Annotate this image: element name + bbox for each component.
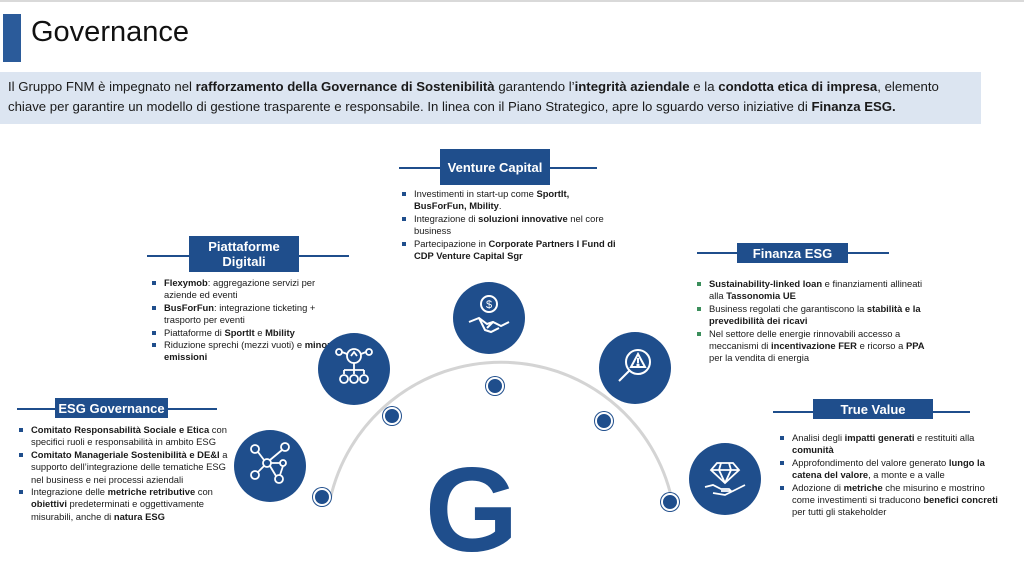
bullet-item: Comitato Responsabilità Sociale e Etica … <box>17 424 237 449</box>
arc-dot-1 <box>313 488 331 506</box>
bullet-item: Comitato Manageriale Sostenibilità e DE&… <box>17 449 237 486</box>
bullet-item: Adozione di metriche che misurino e most… <box>778 482 1010 519</box>
truevalue-bullets: Analisi degli impatti generati e restitu… <box>778 432 1010 519</box>
title-accent-bar <box>3 14 21 62</box>
venture-icon-circle: $ <box>453 282 525 354</box>
bullet-item: Nel settore delle energie rinnovabili ac… <box>695 328 925 365</box>
arc-dot-5 <box>661 493 679 511</box>
bullet-item: Business regolati che garantiscono la st… <box>695 303 925 328</box>
bullet-item: Partecipazione in Corporate Partners I F… <box>400 238 620 263</box>
bullet-item: Piattaforme di SportIt e Mbility <box>150 327 350 339</box>
top-divider <box>0 0 1024 2</box>
finanza-icon-circle <box>599 332 671 404</box>
intro-paragraph: Il Gruppo FNM è impegnato nel rafforzame… <box>0 72 981 124</box>
people-network-icon <box>329 342 379 397</box>
bullet-item: Riduzione sprechi (mezzi vuoti) e minori… <box>150 339 350 364</box>
page-title: Governance <box>31 16 189 48</box>
bullet-item: Investimenti in start-up come SportIt, B… <box>400 188 620 213</box>
truevalue-icon-circle <box>689 443 761 515</box>
esg-governance-title: ESG Governance <box>55 398 168 418</box>
finanza-esg-title: Finanza ESG <box>737 243 848 263</box>
venture-capital-title: Venture Capital <box>440 149 550 185</box>
piattaforme-icon-circle <box>318 333 390 405</box>
bullet-item: BusForFun: integrazione ticketing + tras… <box>150 302 350 327</box>
esg-icon-circle <box>234 430 306 502</box>
handshake-dollar-icon: $ <box>465 292 513 345</box>
bullet-item: Sustainability-linked loan e finanziamen… <box>695 278 925 303</box>
bullet-item: Flexymob: aggregazione servizi per azien… <box>150 277 350 302</box>
arc-dot-2 <box>383 407 401 425</box>
bullet-item: Approfondimento del valore generato lung… <box>778 457 1010 482</box>
esg-bullets: Comitato Responsabilità Sociale e Etica … <box>17 424 237 523</box>
finanza-bullets: Sustainability-linked loan e finanziamen… <box>695 278 925 365</box>
svg-text:$: $ <box>486 299 492 311</box>
network-nodes-icon <box>245 439 295 494</box>
true-value-title: True Value <box>813 399 933 419</box>
arc-dot-3 <box>486 377 504 395</box>
piattaforme-bullets: Flexymob: aggregazione servizi per azien… <box>150 277 350 364</box>
bullet-item: Analisi degli impatti generati e restitu… <box>778 432 1010 457</box>
diamond-hand-icon <box>701 453 749 506</box>
piattaforme-digitali-title: Piattaforme Digitali <box>189 236 299 272</box>
center-g-letter: G <box>425 443 519 577</box>
venture-bullets: Investimenti in start-up come SportIt, B… <box>400 188 620 262</box>
arc-dot-4 <box>595 412 613 430</box>
bullet-item: Integrazione di soluzioni innovative nel… <box>400 213 620 238</box>
magnifier-alert-icon <box>612 343 658 394</box>
bullet-item: Integrazione delle metriche retributive … <box>17 486 237 523</box>
